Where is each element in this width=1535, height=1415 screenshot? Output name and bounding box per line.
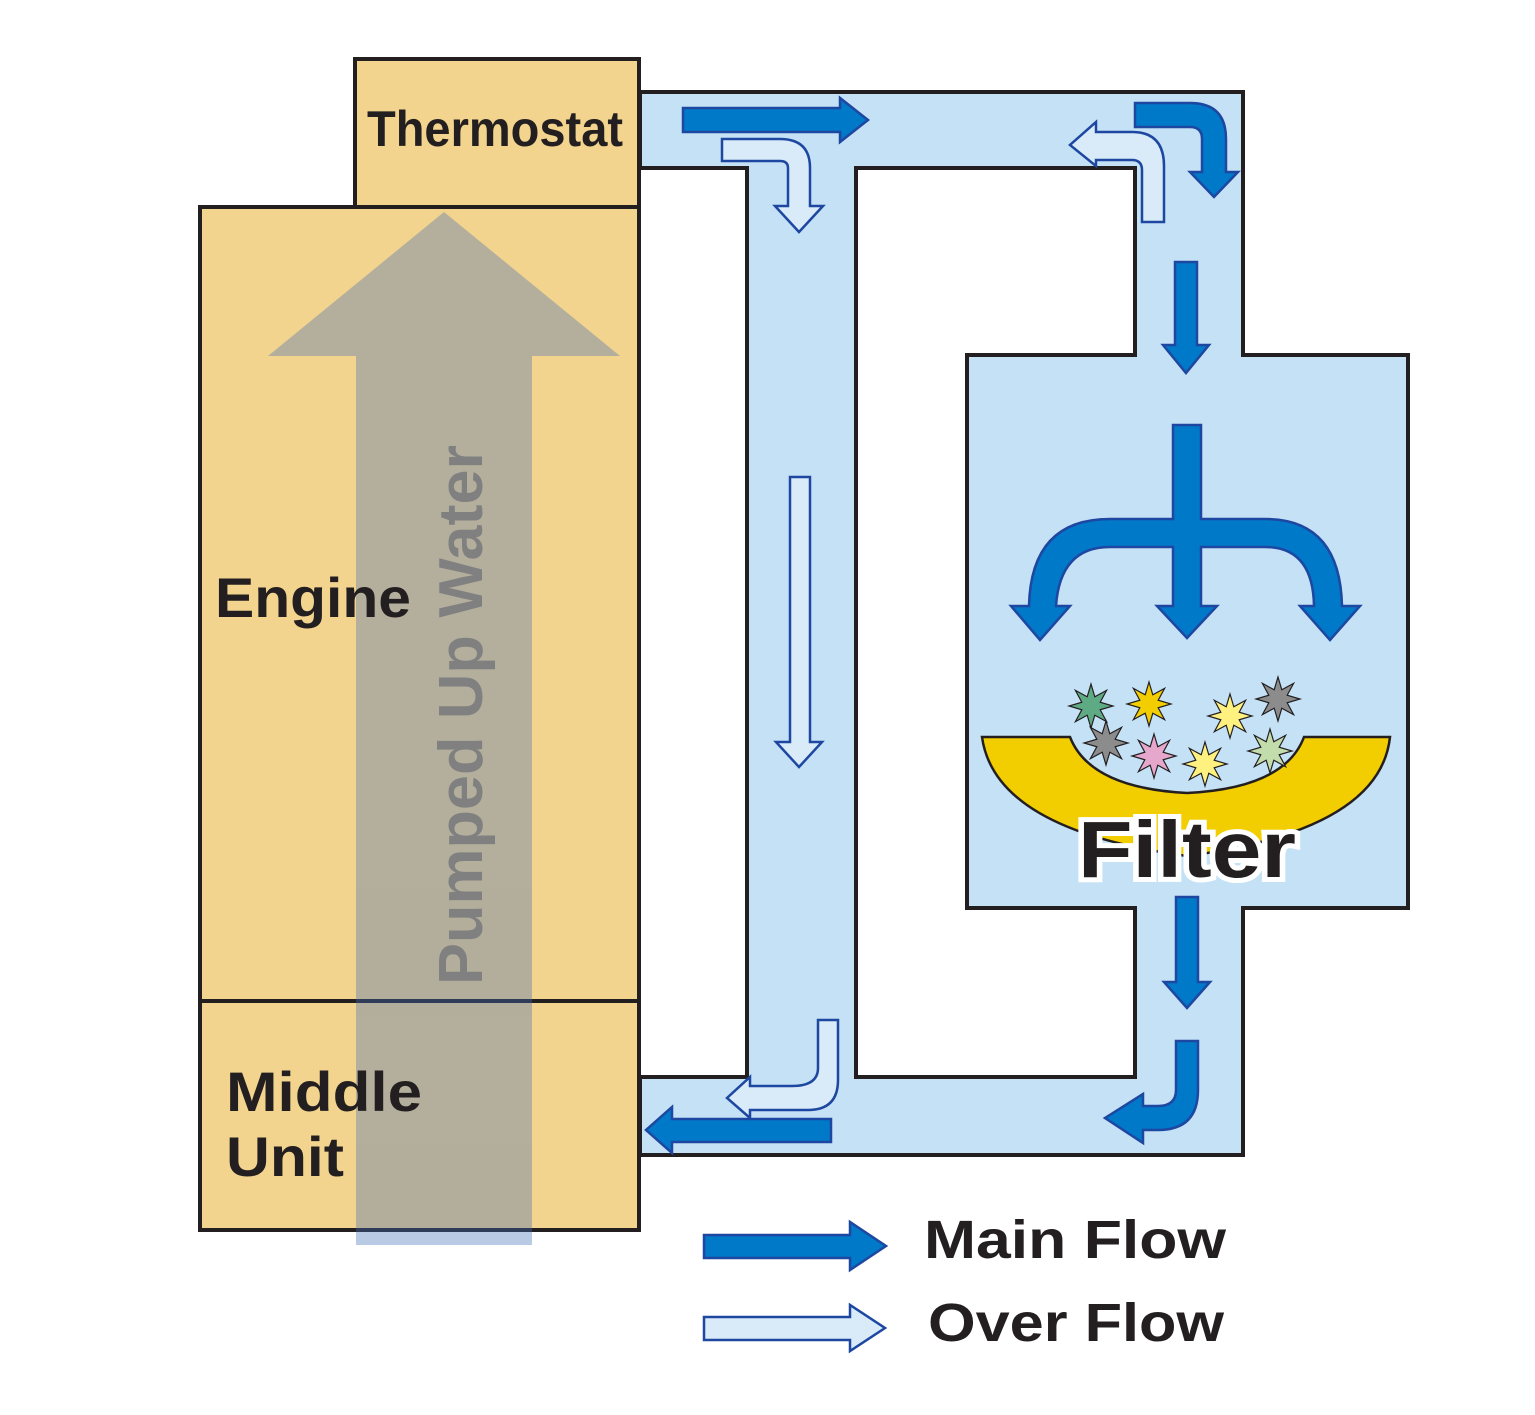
over-flow-arrow-down-long <box>773 475 825 769</box>
debris-particle-star-icon <box>1129 731 1179 781</box>
filter-bowl <box>980 735 1392 858</box>
thermostat-label: Thermostat <box>367 101 623 157</box>
middle-unit-label-line2: Unit <box>226 1125 344 1188</box>
debris-particle-star-icon <box>1245 726 1295 776</box>
main-flow-arrow-bend-left <box>1102 1039 1200 1146</box>
debris-particle-star-icon <box>1253 674 1303 724</box>
debris-particle-star-icon <box>1180 739 1230 789</box>
pipe-system <box>638 90 1410 1157</box>
legend-over-flow-arrow-icon <box>702 1302 888 1354</box>
middle-unit-label-line1: Middle <box>226 1060 422 1123</box>
main-flow-arrow-down-upper <box>1160 260 1212 375</box>
over-flow-arrow-bend-left-bottom <box>725 1018 840 1121</box>
main-flow-arrow-left-bottom <box>644 1104 833 1156</box>
debris-particles <box>1066 674 1303 789</box>
main-flow-arrow-bend-down <box>1133 101 1241 199</box>
legend-main-flow-arrow-icon <box>702 1219 889 1273</box>
over-flow-arrows <box>720 119 1166 1121</box>
debris-particle-star-icon <box>1081 718 1131 768</box>
thermostat-box <box>353 57 641 209</box>
legend-over-flow-label: Over Flow <box>928 1293 1225 1353</box>
pumped-water-arrow <box>268 212 620 1245</box>
main-flow-arrow-splitter <box>1008 423 1363 642</box>
main-flow-arrow-right-top <box>681 95 871 145</box>
over-flow-arrow-bend-left-top <box>1068 119 1166 224</box>
legend-main-flow-label: Main Flow <box>924 1210 1227 1270</box>
legend: Main Flow Over Flow <box>702 1210 1227 1354</box>
main-flow-arrow-down-lower <box>1161 895 1213 1010</box>
pumped-up-water-label: Pumped Up Water <box>427 445 496 985</box>
debris-particle-star-icon <box>1205 691 1255 741</box>
filter-label: Filter <box>1078 805 1296 894</box>
over-flow-arrow-bend-down-left <box>720 137 826 234</box>
debris-particle-star-icon <box>1124 679 1174 729</box>
engine-label: Engine <box>215 566 411 629</box>
main-flow-arrows <box>644 95 1363 1156</box>
